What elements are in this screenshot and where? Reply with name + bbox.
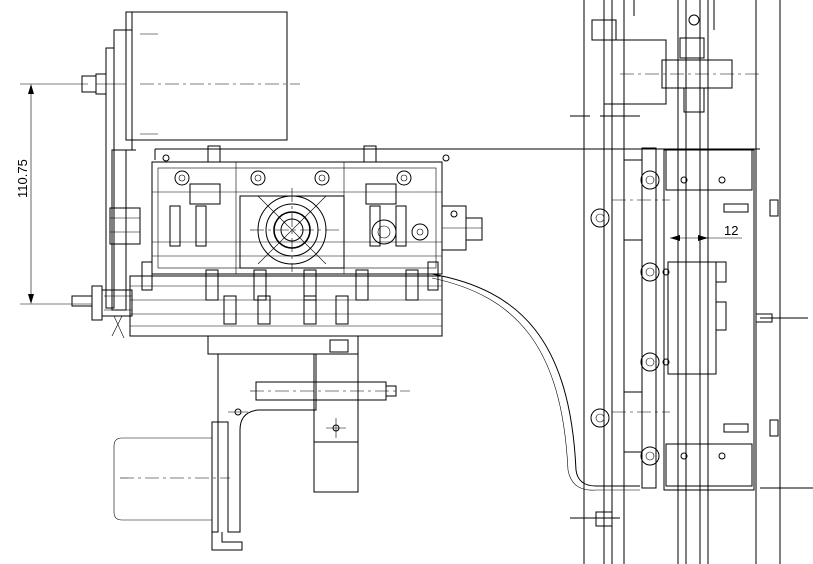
left-bolt-head [71, 295, 93, 307]
slide-screw-4 [355, 269, 369, 301]
carriage-mid-block [667, 261, 717, 375]
cable-outer [431, 273, 640, 487]
dimension-label-12: 12 [724, 223, 738, 238]
roller-6 [590, 408, 610, 428]
dimension-label-110-75: 110.75 [15, 159, 30, 198]
arrowhead-top [28, 84, 34, 94]
arrowhead-right [698, 235, 708, 241]
top-bolt-left [207, 145, 221, 163]
gearbox-housing [151, 145, 483, 275]
l-bracket [217, 354, 317, 533]
motor-body [131, 11, 288, 141]
roller-2 [640, 262, 660, 282]
lower-bracket [113, 335, 410, 551]
bearing-hole-1 [174, 170, 190, 186]
right-frame [570, 0, 813, 564]
slide-screw-2 [253, 269, 267, 301]
slide-screw-5 [405, 269, 419, 301]
motor-flange [113, 29, 133, 151]
roller-1 [640, 170, 660, 190]
upper-guide-block [603, 39, 667, 105]
phantom-outline [113, 437, 212, 521]
roller-4 [640, 446, 660, 466]
right-small-bearing [371, 219, 397, 245]
arrowhead-bottom [28, 294, 34, 304]
left-clamp [109, 207, 141, 245]
slide-screw-3 [303, 269, 317, 301]
dimension-110-75: 110.75 [15, 83, 92, 305]
roller-3 [640, 352, 660, 372]
slide-base [129, 275, 443, 337]
roller-5 [590, 208, 610, 228]
motor-block [81, 11, 300, 309]
slide-screw-1 [205, 269, 219, 301]
left-side-plate [71, 149, 141, 339]
top-bolt-right [363, 145, 377, 163]
lower-slide-assembly [129, 261, 443, 337]
bearing-hole-3 [314, 170, 330, 186]
arrowhead-left [670, 235, 680, 241]
bearing-hole-2 [250, 170, 266, 186]
dimension-12: 12 [670, 223, 742, 241]
bearing-hole-4 [396, 170, 412, 186]
cable-inner [431, 277, 640, 491]
